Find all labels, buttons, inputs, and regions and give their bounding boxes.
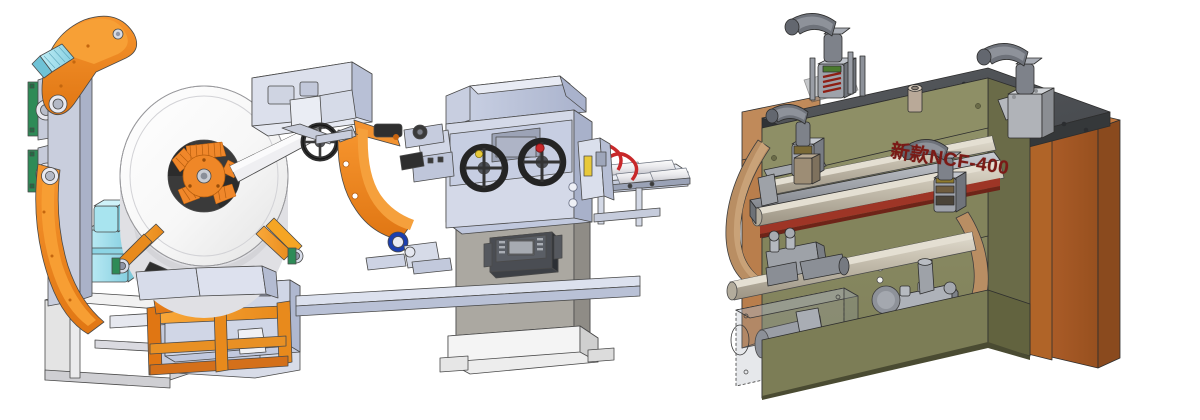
operator-control-panel[interactable] [483,231,563,279]
lower-body-skirt [761,289,1031,399]
release-cam-lever[interactable] [901,139,967,213]
decoiler-straightener-figure [27,15,691,389]
clamp-handle-lever-left[interactable] [784,13,866,103]
peeler-arm [315,119,414,253]
steel-coil [119,85,317,318]
clamp-handle-lever-right[interactable] [976,43,1055,139]
nc-servo-feeder-figure [700,0,1200,420]
pneumatic-release-cylinder [765,104,825,185]
adjustment-handwheel-left[interactable] [459,143,509,193]
adjustment-handwheel-right[interactable] [517,137,567,187]
feed-beam [295,275,641,317]
exit-roller-table [577,137,691,227]
coil-support-rollers [135,261,279,301]
mid-bracket [365,241,453,275]
center-post [907,84,923,113]
valve-manifold [765,227,850,287]
straightener-head [399,75,593,235]
lower-curved-arm [35,163,105,335]
hold-down-cylinders [111,217,304,275]
coil-mandrel-hub [167,139,241,213]
upper-pressing-arm [31,15,138,116]
